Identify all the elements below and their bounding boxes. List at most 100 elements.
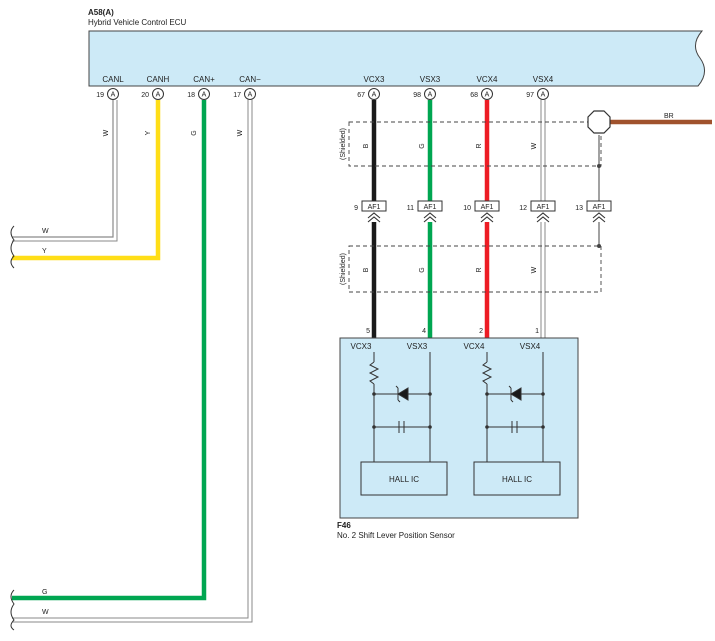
sensor-circuit-left: [368, 352, 431, 462]
ecu-pin-label-vsx3: VSX3: [420, 75, 441, 84]
ecu-pin-letter: A: [111, 92, 116, 99]
ecu-pin-67: A 67: [357, 88, 380, 100]
drain-junction-upper: [597, 164, 601, 168]
ecu-pin-label-vcx3: VCX3: [364, 75, 385, 84]
ecu-pin-number: 18: [187, 92, 195, 99]
node-dot: [428, 392, 432, 396]
wire-color-can-plus-left: G: [42, 589, 47, 596]
node-dot: [428, 425, 432, 429]
ecu-pin-label-vsx4: VSX4: [533, 75, 554, 84]
sensor-pin-label-vcx3: VCX3: [351, 342, 372, 351]
junction-pin-number: 9: [354, 205, 358, 212]
wire-color-can-minus: W: [237, 129, 244, 136]
shielded-label-lower: (Shielded): [340, 253, 347, 285]
wire-color-vcx3-lower: B: [363, 267, 370, 272]
ecu-pin-number: 97: [526, 92, 534, 99]
junction-af1-pin-13: 13 AF1: [575, 200, 612, 223]
ecu-pin-letter: A: [485, 92, 490, 99]
wire-color-vsx4-lower: W: [531, 266, 538, 273]
ecu-pin-68: A 68: [470, 88, 493, 100]
connector-chevron-icon: [592, 212, 606, 223]
junction-pin-number: 11: [407, 205, 414, 212]
ecu-box: [88, 30, 705, 87]
ecu-pin-number: 98: [413, 92, 421, 99]
zener-diode-icon: [395, 385, 409, 403]
sensor-pin-number-4: 4: [422, 328, 426, 335]
ecu-pin-label-canl: CANL: [102, 75, 124, 84]
ecu-pin-97: A 97: [526, 88, 549, 100]
node-dot: [541, 392, 545, 396]
node-dot: [485, 425, 489, 429]
wire-color-can-minus-left: W: [42, 609, 49, 616]
wire-color-vsx3-lower: G: [419, 267, 426, 272]
ecu-pin-letter: A: [541, 92, 546, 99]
ecu-pin-number: 17: [233, 92, 241, 99]
sensor-name: No. 2 Shift Lever Position Sensor: [337, 531, 455, 540]
shielded-label-upper: (Shielded): [340, 128, 347, 160]
connector-chevron-icon: [423, 212, 437, 223]
node-dot: [485, 392, 489, 396]
ecu-pin-label-can-minus: CAN−: [239, 75, 261, 84]
ecu-pin-letter: A: [202, 92, 207, 99]
ecu-pin-number: 68: [470, 92, 478, 99]
wire-color-canl: W: [103, 129, 110, 136]
ecu-pin-letter: A: [156, 92, 161, 99]
wire-color-can-plus: G: [191, 130, 198, 135]
hall-ic-right: [473, 461, 561, 496]
ecu-name: Hybrid Vehicle Control ECU: [88, 18, 186, 27]
sensor-pin-label-vcx4: VCX4: [464, 342, 485, 351]
junction-af1-pin-11: 11 AF1: [407, 200, 443, 223]
hall-ic-left: [360, 461, 448, 496]
break-mark-top: [10, 225, 15, 269]
ecu-code: A58(A): [88, 8, 114, 17]
wire-color-vcx4-upper: R: [476, 143, 483, 148]
node-dot: [372, 392, 376, 396]
junction-name: AF1: [424, 204, 437, 211]
ecu-pin-label-vcx4: VCX4: [477, 75, 498, 84]
sensor-pin-number-2: 2: [479, 328, 483, 335]
break-mark-bottom: [10, 589, 15, 631]
junction-pin-number: 12: [519, 205, 527, 212]
junction-name: AF1: [481, 204, 494, 211]
ecu-pin-letter: A: [428, 92, 433, 99]
drain-junction-lower: [597, 244, 601, 248]
ecu-pin-98: A 98: [413, 88, 436, 100]
wire-color-vsx4-upper: W: [531, 142, 538, 149]
sensor-pin-number-5: 5: [366, 328, 370, 335]
ecu-pin-19: A 19: [96, 88, 119, 100]
wire-can-plus: [12, 100, 207, 601]
wire-color-canh: Y: [145, 130, 152, 135]
wire-color-vcx4-lower: R: [476, 267, 483, 272]
connector-chevron-icon: [367, 212, 381, 223]
sensor-code: F46: [337, 521, 351, 530]
junction-pin-number: 10: [463, 205, 471, 212]
shield-box-upper: [348, 121, 602, 167]
ecu-pin-letter: A: [372, 92, 377, 99]
zener-diode-icon: [508, 385, 522, 403]
junction-af1-pin-12: 12 AF1: [519, 200, 556, 223]
ecu-pin-number: 20: [141, 92, 149, 99]
wire-canh: [12, 100, 161, 261]
sensor-pin-label-vsx4: VSX4: [520, 342, 541, 351]
wire-color-vcx3-upper: B: [363, 143, 370, 148]
resistor-icon: [481, 361, 493, 385]
ecu-pin-number: 19: [96, 92, 104, 99]
junction-pin-number: 13: [575, 205, 583, 212]
hall-ic-left-label: HALL IC: [389, 475, 419, 484]
junction-name: AF1: [593, 204, 606, 211]
ecu-pin-18: A 18: [187, 88, 210, 100]
ecu-pin-letter: A: [248, 92, 253, 99]
wire-can-minus: [12, 100, 249, 619]
node-dot: [372, 425, 376, 429]
junction-name: AF1: [368, 204, 381, 211]
connector-chevron-icon: [536, 212, 550, 223]
wire-color-canl-left: W: [42, 228, 49, 235]
wire-can-minus-inner: [12, 100, 253, 623]
node-dot: [541, 425, 545, 429]
junction-af1-pin-9: 9 AF1: [354, 200, 387, 223]
capacitor-icon: [511, 421, 518, 433]
ecu-pin-17: A 17: [233, 88, 256, 100]
junction-name: AF1: [537, 204, 550, 211]
ground-point-icon: [587, 110, 611, 134]
